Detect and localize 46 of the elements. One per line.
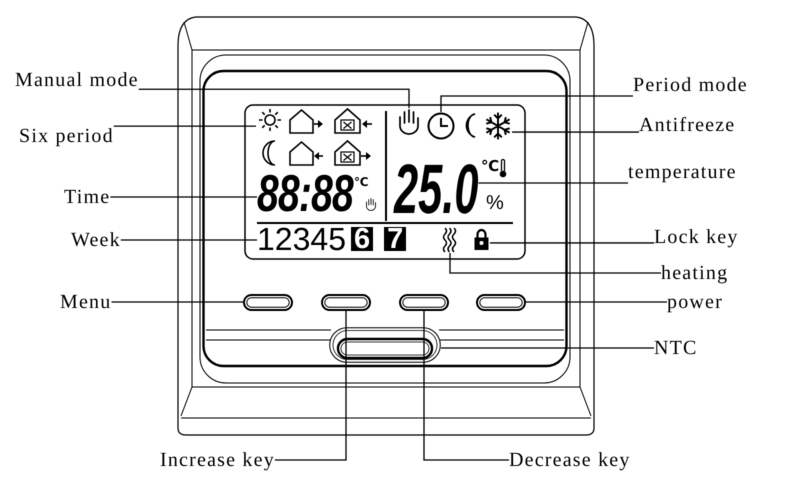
padlock-icon	[473, 227, 490, 251]
callout-label: NTC	[654, 337, 698, 359]
push-button	[243, 294, 293, 311]
heat-waves-icon	[442, 227, 458, 253]
leader-line	[274, 311, 347, 461]
callout-label: Antifreeze	[639, 114, 736, 136]
leader-line	[441, 347, 654, 349]
callout-label: power	[667, 291, 723, 313]
snowflake-icon	[484, 111, 512, 141]
push-button	[476, 294, 526, 311]
unit-symbol: ℃	[481, 158, 500, 175]
callout-label: Six period	[19, 125, 114, 147]
callout-label: Period mode	[633, 74, 748, 96]
push-button	[399, 294, 449, 311]
callout-label: Manual mode	[15, 69, 139, 91]
callout-label: Decrease key	[509, 449, 631, 471]
leader-line	[120, 239, 257, 241]
push-button	[321, 294, 371, 311]
callout-label: Increase key	[160, 449, 275, 471]
highlighted-day: 6	[350, 227, 374, 251]
oval-slot	[329, 327, 441, 363]
leader-line	[423, 311, 509, 461]
callout-label: temperature	[628, 161, 737, 183]
clock-icon	[427, 112, 455, 140]
leader-line	[110, 196, 257, 198]
unit-symbol: %	[486, 192, 504, 214]
leader-line	[449, 253, 661, 274]
leader-line	[478, 182, 628, 184]
leader-line	[138, 88, 410, 108]
callout-label: Week	[71, 229, 121, 251]
temperature-digits: 25.0	[394, 162, 478, 216]
callout-label: Time	[64, 186, 110, 208]
leader-line	[512, 131, 639, 133]
leader-line	[114, 125, 256, 127]
leader-line	[526, 301, 667, 303]
leader-line	[111, 301, 243, 303]
callout-label: heating	[661, 262, 728, 284]
hand-icon	[397, 108, 421, 136]
leader-line	[490, 242, 654, 244]
leader-line	[440, 95, 633, 112]
weekday-digits: 12345	[257, 226, 346, 252]
callout-label: Menu	[60, 291, 112, 313]
unit-symbol: ℃	[354, 175, 369, 189]
time-digits: 88:88	[257, 174, 353, 214]
highlighted-day: 7	[384, 227, 406, 251]
callout-label: Lock key	[654, 226, 739, 248]
